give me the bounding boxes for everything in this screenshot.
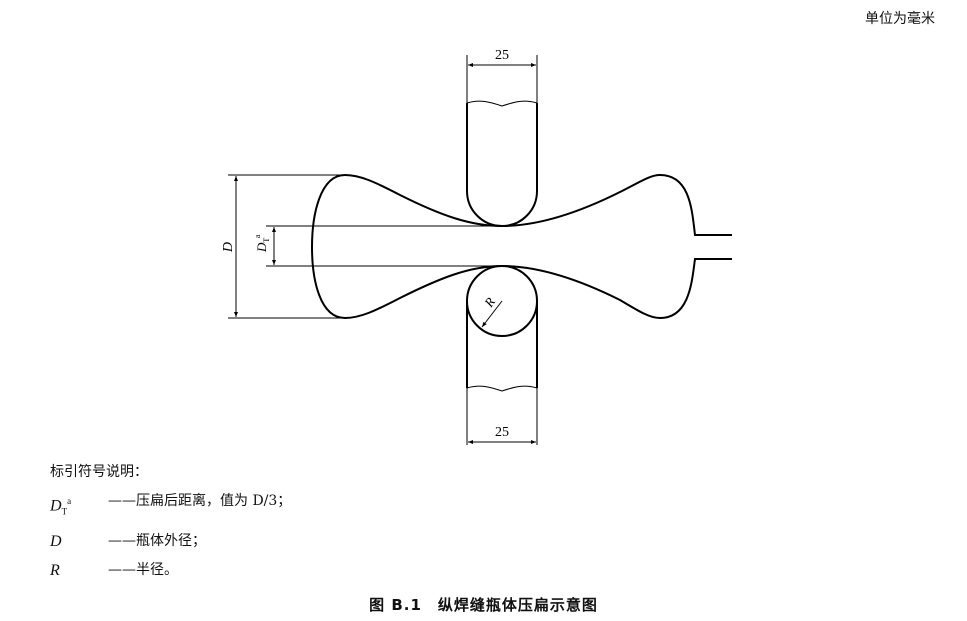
legend-title: 标引符号说明： <box>50 464 148 480</box>
dim-top-label: 25 <box>495 48 509 63</box>
unit-note: 单位为毫米 <box>865 11 935 27</box>
upper-roller <box>466 103 538 227</box>
dim-D-label: D <box>221 242 236 253</box>
lower-roller-break <box>466 385 538 392</box>
flattened-bottle-outline <box>310 173 732 320</box>
upper-roller-break <box>466 100 538 107</box>
figure-caption: 图 B.1 纵焊缝瓶体压扁示意图 <box>369 596 598 614</box>
dim-DT-label: DTa <box>253 234 271 253</box>
legend-item: R——半径。 <box>50 561 178 579</box>
dim-R-label: R <box>481 295 498 311</box>
legend-item: DTa——压扁后距离，值为 D/3； <box>50 493 292 517</box>
legend-item: D——瓶体外径； <box>50 532 206 550</box>
legend: 标引符号说明： DTa——压扁后距离，值为 D/3； D——瓶体外径； R——半… <box>50 458 291 585</box>
dim-bottom-label: 25 <box>495 425 509 440</box>
